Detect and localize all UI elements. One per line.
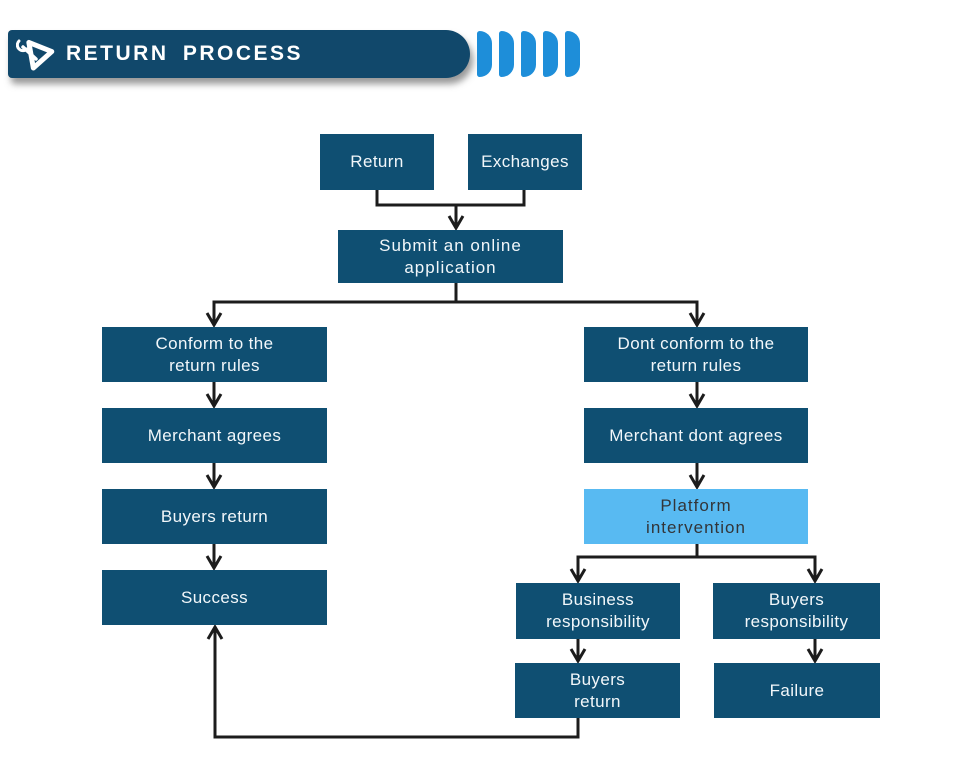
node-conform-rules: Conform to the return rules xyxy=(102,327,327,382)
node-merchant-agrees: Merchant agrees xyxy=(102,408,327,463)
chevron-icon xyxy=(477,31,492,77)
node-return: Return xyxy=(320,134,434,190)
chevron-icon xyxy=(521,31,536,77)
connector-branch-split xyxy=(205,300,706,328)
node-business-responsibility: Business responsibility xyxy=(516,583,680,639)
wrench-play-icon xyxy=(16,39,55,71)
node-submit-application: Submit an online application xyxy=(338,230,563,283)
node-success: Success xyxy=(102,570,327,625)
node-buyers-responsibility: Buyers responsibility xyxy=(713,583,880,639)
node-failure: Failure xyxy=(714,663,880,718)
node-buyers-return-final: Buyers return xyxy=(515,663,680,718)
chevron-icon xyxy=(499,31,514,77)
chevron-icon xyxy=(543,31,558,77)
page-title: RETURN PROCESS xyxy=(66,42,304,65)
node-buyers-return: Buyers return xyxy=(102,489,327,544)
node-merchant-dont-agrees: Merchant dont agrees xyxy=(584,408,808,463)
title-banner: RETURN PROCESS xyxy=(8,30,470,78)
chevron-icon xyxy=(565,31,580,77)
node-dont-conform-rules: Dont conform to the return rules xyxy=(584,327,808,382)
node-exchanges: Exchanges xyxy=(468,134,582,190)
connector-platform-split xyxy=(569,555,824,584)
connector-return-exchanges-join xyxy=(375,190,526,207)
banner-chevron-decoration xyxy=(477,31,580,77)
node-platform-intervention: Platform intervention xyxy=(584,489,808,544)
